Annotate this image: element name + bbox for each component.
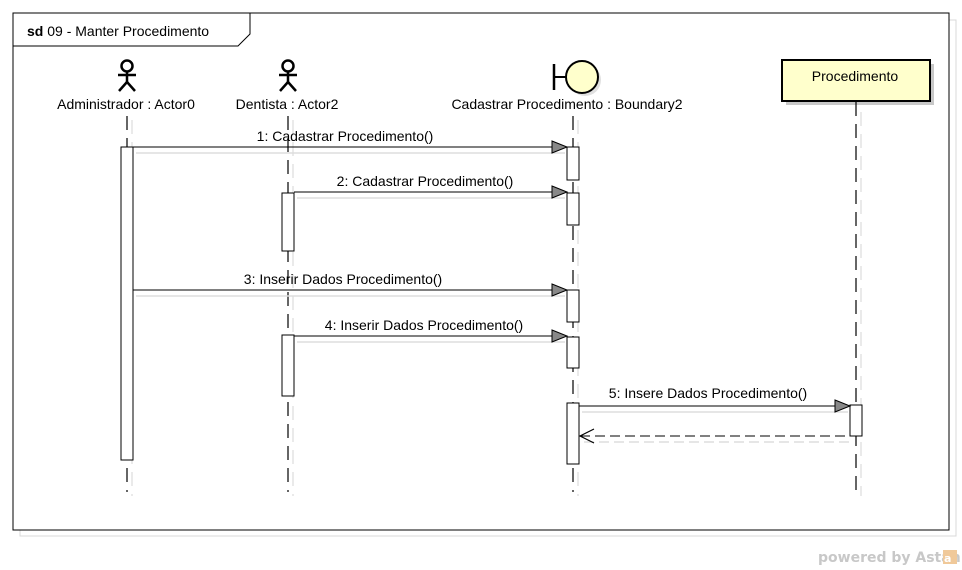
lifeline-administrador: Administrador : Actor0	[57, 59, 195, 496]
message-label: 4: Inserir Dados Procedimento()	[325, 317, 523, 333]
activation-bar	[120, 146, 134, 461]
message-3: 3: Inserir Dados Procedimento()	[133, 271, 569, 297]
svg-text:a: a	[944, 552, 951, 565]
arrowhead-icon	[551, 283, 569, 297]
open-arrowhead-icon	[578, 428, 595, 444]
message-4: 4: Inserir Dados Procedimento()	[294, 317, 569, 343]
footer-text: powered by Astah	[818, 550, 961, 566]
arrowhead-icon	[551, 140, 569, 154]
lifeline-label: Procedimento	[812, 68, 899, 84]
activation-bar	[566, 289, 580, 323]
message-2: 2: Cadastrar Procedimento()	[294, 173, 569, 199]
lifeline-dentista: Dentista : Actor2	[236, 59, 339, 496]
arrowhead-icon	[834, 399, 852, 413]
arrowhead-icon	[551, 185, 569, 199]
astah-logo-icon	[943, 550, 957, 564]
frame-title: sd 09 - Manter Procedimento	[27, 23, 209, 39]
message-label: 2: Cadastrar Procedimento()	[337, 173, 514, 189]
activation-bar	[566, 402, 580, 465]
actor-icon	[279, 59, 297, 92]
class-box	[781, 59, 931, 102]
activation-bar	[281, 334, 295, 397]
lifeline-label: Dentista : Actor2	[236, 96, 339, 112]
lifeline-label: Administrador : Actor0	[57, 96, 195, 112]
message-label: 1: Cadastrar Procedimento()	[257, 128, 434, 144]
frame-title-tab	[13, 13, 251, 47]
activation-bar	[849, 404, 863, 437]
activation-bar	[566, 336, 580, 369]
message-label: 3: Inserir Dados Procedimento()	[244, 271, 442, 287]
arrowhead-icon	[551, 329, 569, 343]
lifeline-procedimento: Procedimento	[781, 59, 934, 496]
boundary-icon	[552, 60, 601, 96]
message-1: 1: Cadastrar Procedimento()	[133, 128, 569, 154]
return-message	[578, 428, 853, 444]
activation-bar	[566, 146, 580, 181]
activation-bar	[281, 192, 295, 252]
lifeline-label: Cadastrar Procedimento : Boundary2	[451, 96, 682, 112]
message-label: 5: Insere Dados Procedimento()	[609, 385, 807, 401]
astah-watermark: powered by Astah a	[818, 550, 961, 566]
activation-bar	[566, 192, 580, 226]
lifeline-cadastrar-procedimento: Cadastrar Procedimento : Boundary2	[451, 60, 683, 496]
actor-icon	[118, 59, 136, 92]
message-5: 5: Insere Dados Procedimento()	[579, 385, 852, 413]
